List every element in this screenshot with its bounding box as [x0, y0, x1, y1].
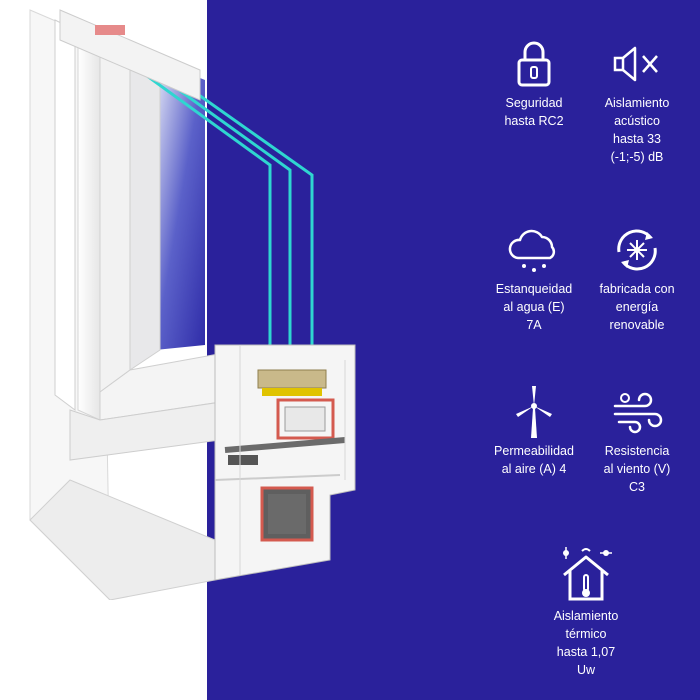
padlock-icon	[517, 41, 551, 87]
feature-thermal: Aislamiento térmico hasta 1,07 Uw	[531, 545, 641, 679]
feature-air: Permeabilidad al aire (A) 4	[479, 384, 589, 478]
house-thermometer-icon	[563, 547, 612, 601]
feature-security-label: Seguridad hasta RC2	[504, 96, 564, 128]
wind-icon	[613, 392, 663, 434]
speaker-muted-icon	[613, 46, 658, 82]
feature-wind: Resistencia al viento (V) C3	[582, 384, 692, 496]
window-profile-illustration	[29, 9, 356, 600]
feature-security: Seguridad hasta RC2	[479, 36, 589, 130]
feature-air-label: Permeabilidad al aire (A) 4	[494, 444, 574, 476]
rain-cloud-icon	[508, 229, 556, 272]
feature-energy: fabricada con energía renovable	[582, 222, 692, 334]
feature-wind-label: Resistencia al viento (V) C3	[603, 444, 671, 494]
feature-acoustic-label: Aislamiento acústico hasta 33 (-1;-5) dB	[604, 96, 670, 164]
feature-acoustic: Aislamiento acústico hasta 33 (-1;-5) dB	[582, 36, 692, 166]
wind-turbine-icon	[516, 386, 552, 438]
feature-water: Estanqueidad al agua (E) 7A	[479, 222, 589, 334]
feature-thermal-label: Aislamiento térmico hasta 1,07 Uw	[553, 609, 619, 677]
renewable-energy-icon	[617, 229, 657, 271]
feature-water-label: Estanqueidad al agua (E) 7A	[495, 282, 573, 332]
feature-energy-label: fabricada con energía renovable	[599, 282, 675, 332]
